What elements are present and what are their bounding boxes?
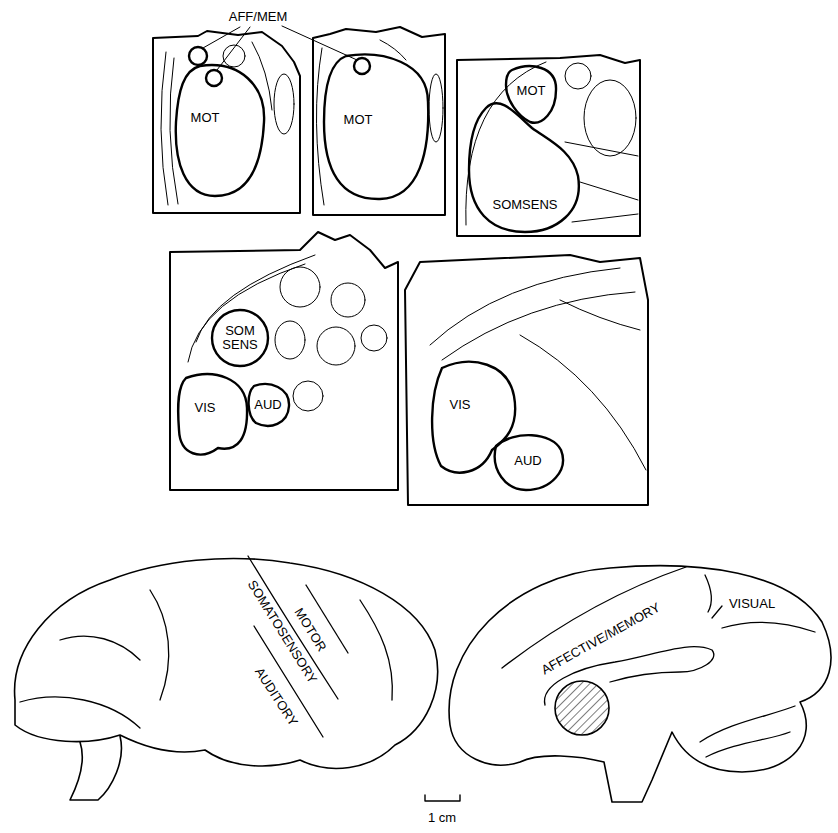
brain-region: MOT xyxy=(504,60,560,126)
tissue-outline xyxy=(565,142,638,156)
tissue-outline xyxy=(565,63,591,89)
tissue-outline xyxy=(317,327,355,365)
tissue-outline xyxy=(331,283,365,317)
tissue-outline xyxy=(520,335,646,470)
section-frame xyxy=(313,27,445,215)
section-frame xyxy=(457,55,640,236)
region-outline xyxy=(506,66,556,122)
scale-bar xyxy=(425,795,460,801)
scale-label: 1 cm xyxy=(428,811,456,825)
tissue-outline xyxy=(293,381,323,411)
brain-region: MOT xyxy=(172,58,268,200)
sulcus-line xyxy=(360,600,392,700)
brain-outline xyxy=(15,558,438,768)
tissue-outline xyxy=(188,264,305,362)
region-outline xyxy=(432,362,515,473)
brain-region: SOM SENS xyxy=(212,310,268,366)
region-label: MOT xyxy=(344,113,373,127)
brain-region: AUD xyxy=(246,380,292,432)
tissue-outline xyxy=(280,267,320,307)
region-label: SOM SENS xyxy=(220,324,260,353)
sulcus-line xyxy=(712,606,722,618)
region-outline xyxy=(322,50,432,202)
tissue-outline xyxy=(560,300,640,330)
brain-region: AUD xyxy=(490,428,566,492)
region-label: VIS xyxy=(195,401,216,415)
area-label: AFFECTIVE/MEMORY xyxy=(539,600,663,677)
affective-region xyxy=(354,58,370,74)
region-label: MOT xyxy=(191,111,220,125)
tissue-outline xyxy=(584,80,636,156)
thalamus xyxy=(555,681,609,735)
area-label: AUDITORY xyxy=(252,665,300,729)
brainstem-outline xyxy=(70,736,121,800)
section-frame xyxy=(170,232,398,490)
tissue-outline xyxy=(274,74,294,134)
region-outline xyxy=(172,58,268,200)
tissue-outline xyxy=(275,321,305,359)
tissue-outline xyxy=(430,268,620,345)
region-outline xyxy=(428,354,520,480)
brain-outline xyxy=(449,566,831,802)
sulcus-line xyxy=(150,590,169,700)
region-outline xyxy=(178,374,247,454)
region-label: MOT xyxy=(517,84,546,98)
region-outline xyxy=(212,310,268,366)
region-outline xyxy=(176,65,264,196)
sulcus-line xyxy=(20,697,140,728)
region-outline xyxy=(467,92,583,234)
sulcus-line xyxy=(705,575,711,612)
leader-line xyxy=(203,27,240,48)
region-label: VIS xyxy=(450,398,471,412)
region-outline xyxy=(249,384,289,426)
tissue-outline xyxy=(580,182,638,200)
tissue-outline xyxy=(572,214,638,222)
tissue-outline xyxy=(442,292,635,360)
sulcus-line xyxy=(706,732,790,757)
region-outline xyxy=(324,55,428,199)
affective-region xyxy=(206,70,222,86)
affective-region xyxy=(189,47,207,65)
brain-region: VIS xyxy=(428,354,520,480)
brain-region: VIS xyxy=(176,368,250,460)
section-frame xyxy=(405,255,648,505)
region-label: AUD xyxy=(514,454,541,468)
region-outline xyxy=(495,435,563,490)
region-outline xyxy=(469,103,579,232)
tissue-outline xyxy=(429,74,443,142)
brain-region: MOT xyxy=(322,50,432,202)
region-callout: AFF/MEM xyxy=(229,10,288,24)
sulcus-line xyxy=(722,622,815,632)
region-label: SOMSENS xyxy=(492,198,557,212)
region-label: AUD xyxy=(254,398,281,412)
leader-line xyxy=(217,27,250,70)
tissue-outline xyxy=(161,52,168,205)
sulcus-line xyxy=(700,706,795,742)
tissue-outline xyxy=(361,325,387,351)
brain-region: SOMSENS xyxy=(467,92,583,234)
sulcus-line xyxy=(60,636,140,660)
area-label: VISUAL xyxy=(729,597,775,611)
